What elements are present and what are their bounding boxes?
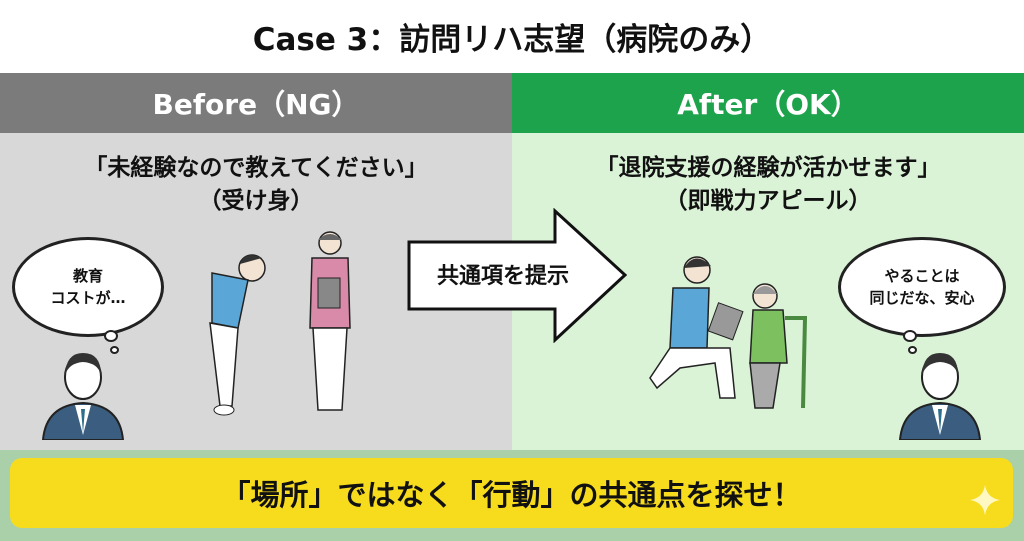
after-thought-bubble: やることは同じだな、安心 bbox=[838, 237, 1006, 337]
sparkle-icon bbox=[970, 485, 1000, 515]
assessment-scene-illustration bbox=[649, 256, 808, 409]
thought-line: やることは bbox=[884, 267, 960, 285]
thought-line: コストが… bbox=[50, 289, 126, 307]
before-header: Before（NG） bbox=[0, 73, 512, 133]
thought-dot bbox=[903, 330, 917, 342]
thought-dot bbox=[908, 346, 917, 354]
after-quote-block: 「退院支援の経験が活かせます」 （即戦力アピール） bbox=[512, 152, 1024, 218]
before-note: （受け身） bbox=[198, 188, 314, 214]
key-message-banner: 「場所」ではなく「行動」の共通点を探せ！ bbox=[10, 458, 1013, 528]
before-quote-block: 「未経験なので教えてください」 （受け身） bbox=[0, 152, 512, 218]
page-title: Case 3：訪問リハ志望（病院のみ） bbox=[252, 22, 772, 58]
interviewer-figure-before bbox=[41, 353, 125, 440]
right-arrow-icon bbox=[407, 208, 628, 343]
before-quote: 「未経験なので教えてください」 bbox=[84, 155, 428, 181]
bowing-candidate-illustration bbox=[209, 231, 351, 416]
thought-dot bbox=[104, 330, 118, 342]
thought-line: 教育 bbox=[72, 267, 103, 285]
interviewer-figure-after bbox=[898, 353, 982, 440]
thought-dot bbox=[110, 346, 119, 354]
thought-line: 同じだな、安心 bbox=[869, 289, 975, 307]
after-quote: 「退院支援の経験が活かせます」 bbox=[595, 155, 941, 181]
after-note: （即戦力アピール） bbox=[664, 188, 872, 214]
arrow-label: 共通項を提示 bbox=[436, 264, 569, 289]
before-thought-bubble: 教育コストが… bbox=[12, 237, 164, 337]
after-header: After（OK） bbox=[512, 73, 1024, 133]
